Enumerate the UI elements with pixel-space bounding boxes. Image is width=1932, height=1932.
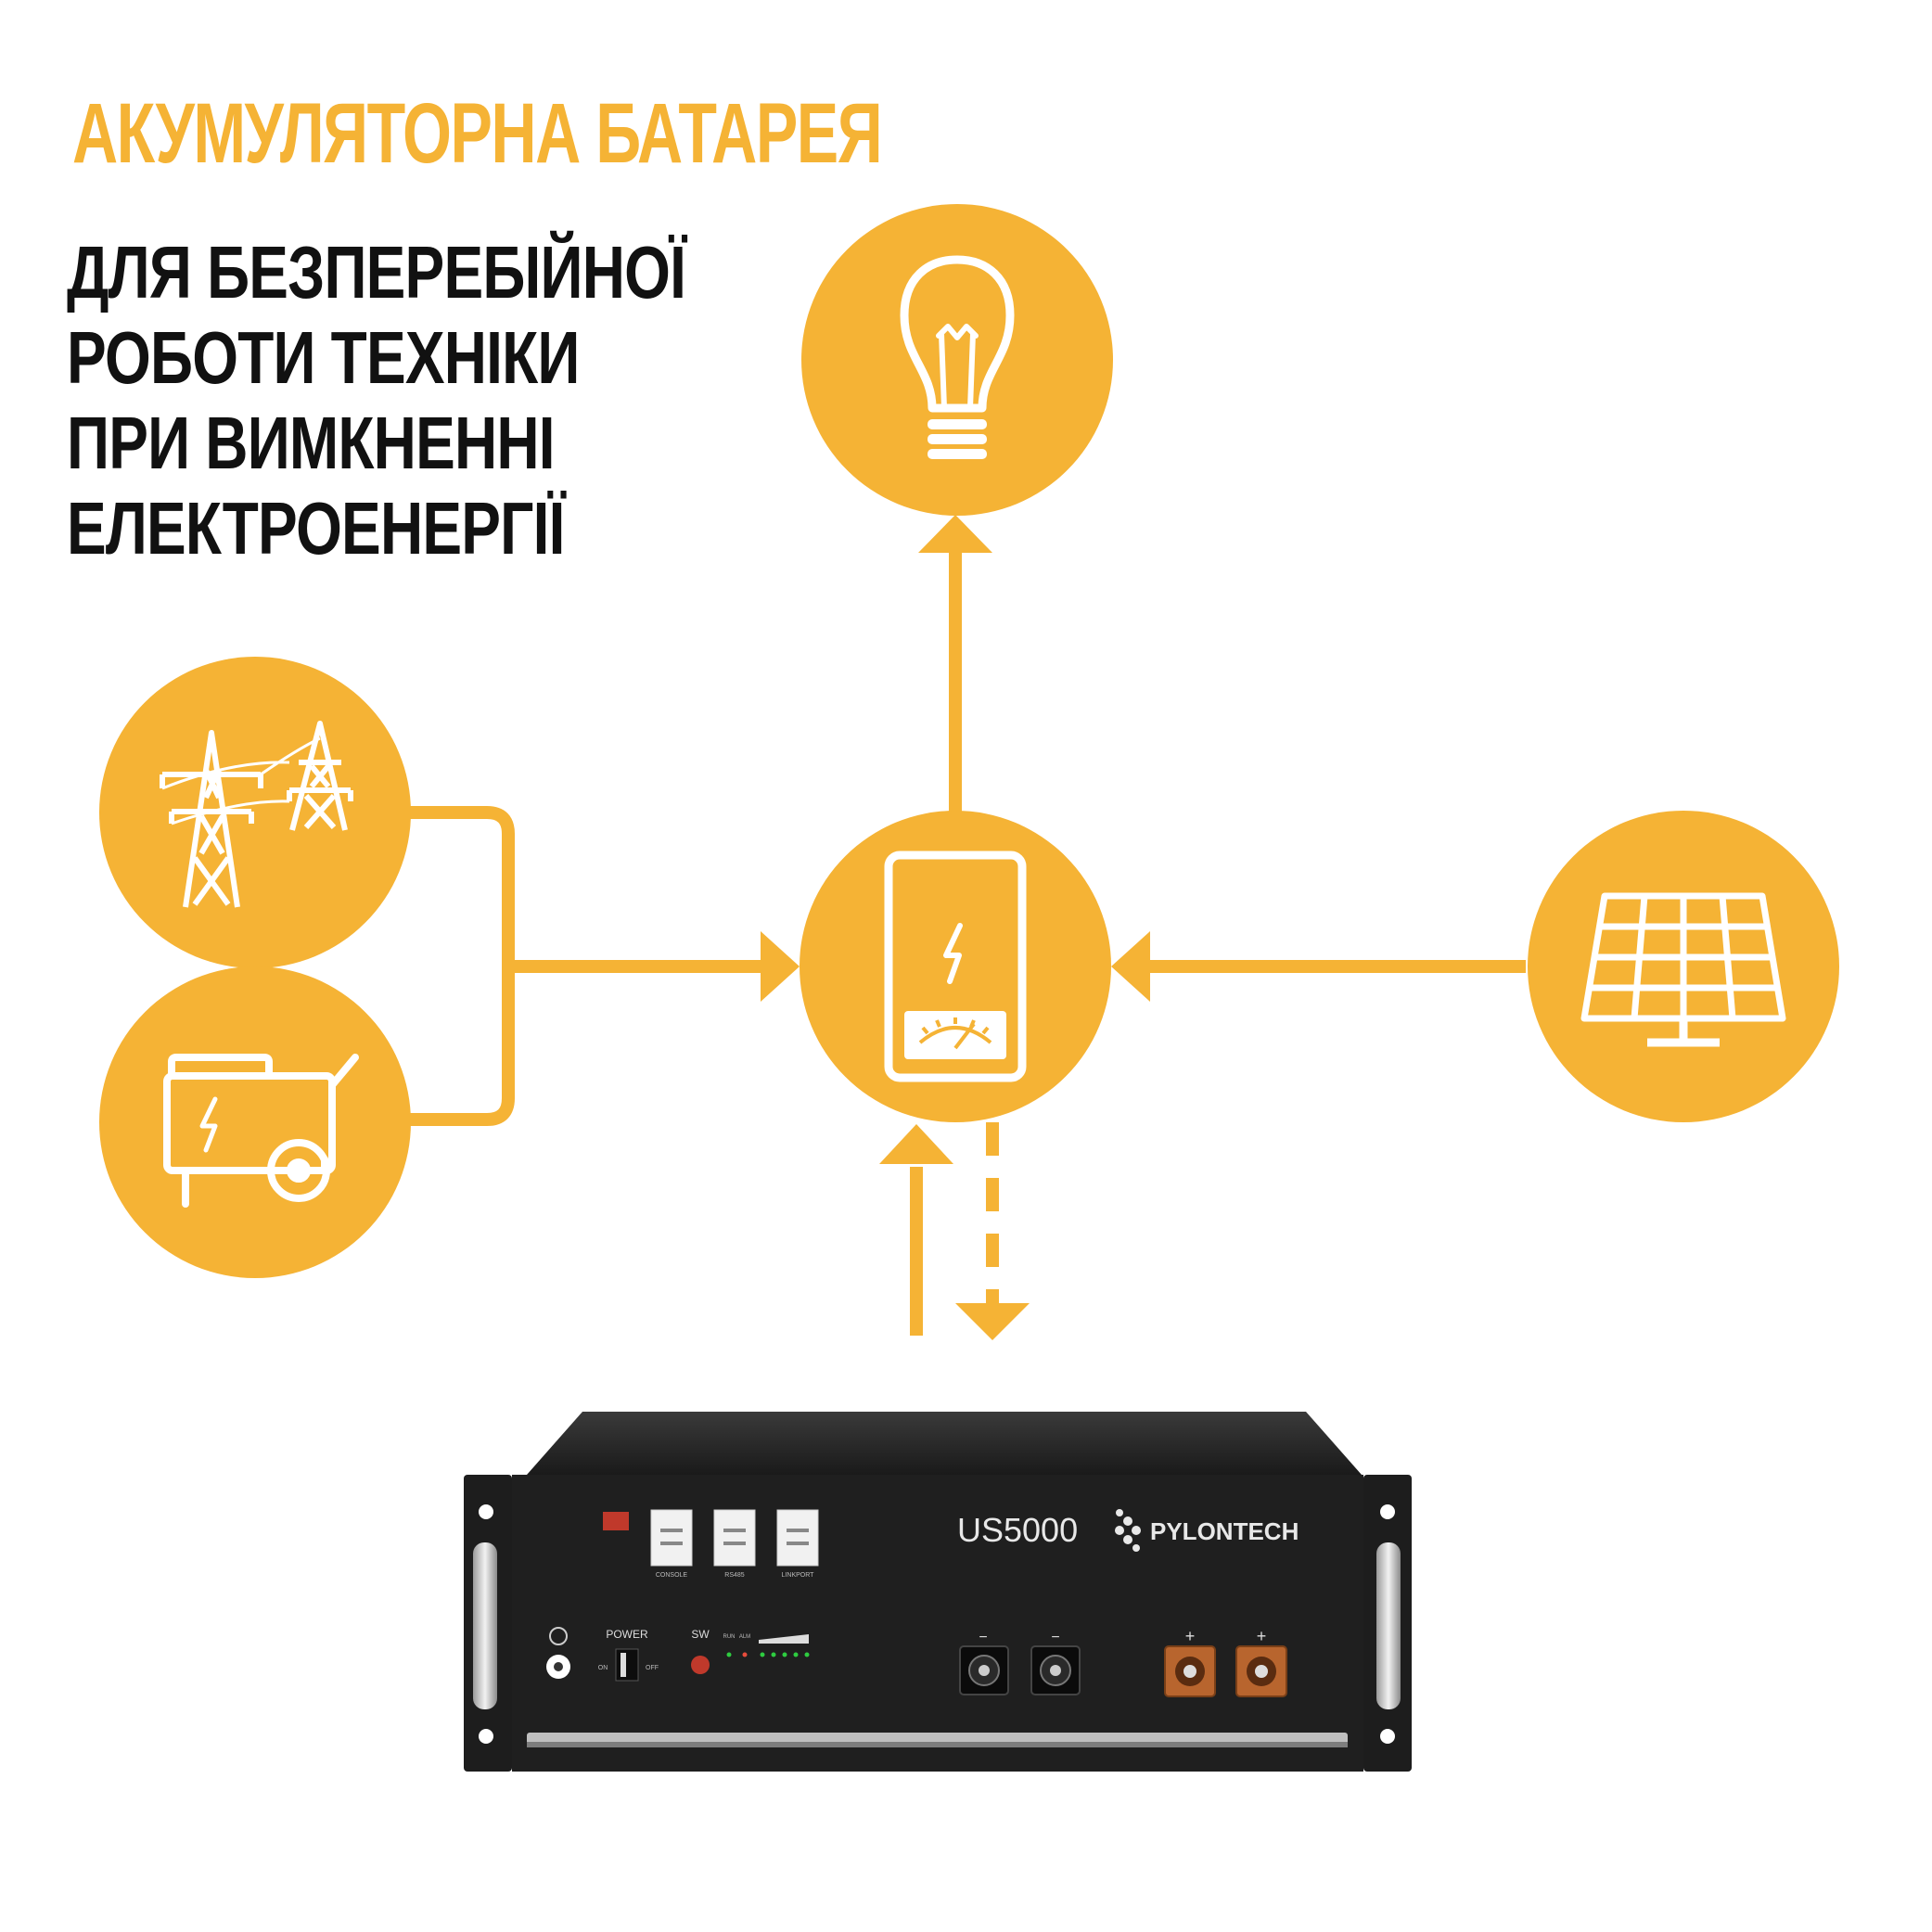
battery-top-face [527, 1412, 1362, 1475]
power-label: POWER [606, 1628, 648, 1641]
pylontech-logo-icon [1115, 1509, 1141, 1552]
arrow-to-battery [955, 1303, 1030, 1340]
arrow-to-inverter-left [761, 931, 800, 1002]
arrow-to-inverter-bottom [879, 1124, 953, 1164]
inverter-icon [884, 851, 1027, 1082]
generator-circle [99, 966, 411, 1278]
lamp-circle [801, 204, 1113, 516]
arrowheads [761, 515, 1150, 1340]
ground-icon [549, 1627, 568, 1645]
connectors [408, 552, 1526, 1336]
minus-label-2: − [1051, 1630, 1059, 1645]
dip-switch [603, 1512, 629, 1530]
plus-label-1: + [1185, 1627, 1196, 1645]
off-label: OFF [646, 1665, 659, 1671]
subtitle-line-2: РОБОТИ ТЕХНІКИ [67, 316, 580, 399]
handle-left [473, 1542, 497, 1709]
sw-label: SW [691, 1628, 710, 1641]
comm-ports: CONSOLE RS485 LINKPORT [650, 1509, 819, 1579]
alm-label: ALM [739, 1634, 750, 1640]
positive-terminal-2 [1235, 1645, 1287, 1697]
page-title: АКУМУЛЯТОРНА БАТАРЕЯ [72, 86, 883, 181]
run-label: RUN [723, 1634, 736, 1640]
power-tower-icon [160, 721, 353, 908]
battery-model: US5000 [957, 1511, 1078, 1549]
subtitle: ДЛЯ БЕЗПЕРЕБІЙНОЇ РОБОТИ ТЕХНІКИ ПРИ ВИМ… [67, 230, 686, 571]
power-switch [615, 1648, 639, 1682]
generator-icon [163, 1054, 359, 1208]
light-bulb-icon [900, 255, 1015, 459]
port-label-console: CONSOLE [656, 1572, 688, 1579]
handle-right [1376, 1542, 1401, 1709]
arrow-to-inverter-right [1111, 931, 1150, 1002]
arrow-to-lamp [918, 515, 992, 553]
grid-connector [408, 806, 515, 955]
soc-wedge [759, 1634, 809, 1644]
sw-button [691, 1656, 710, 1674]
status-leds [726, 1652, 810, 1657]
subtitle-line-1: ДЛЯ БЕЗПЕРЕБІЙНОЇ [67, 231, 686, 313]
subtitle-line-3: ПРИ ВИМКНЕННІ [67, 402, 556, 484]
port-label-linkport: LINKPORT [782, 1572, 815, 1579]
port-label-rs485: RS485 [724, 1572, 745, 1579]
grid-circle [99, 657, 411, 968]
battery-brand: PYLONTECH [1150, 1517, 1299, 1545]
plus-label-2: + [1257, 1627, 1267, 1645]
negative-terminal-2 [1030, 1645, 1081, 1695]
generator-connector [408, 955, 515, 1126]
minus-label-1: − [979, 1630, 987, 1645]
solar-panel-icon [1580, 892, 1786, 1047]
positive-terminal-1 [1164, 1645, 1216, 1697]
subtitle-line-4: ЕЛЕКТРОЕНЕРГІЇ [67, 487, 565, 569]
on-label: ON [598, 1665, 608, 1671]
battery-unit: CONSOLE RS485 LINKPORT US5000 PYLONTECH … [464, 1412, 1412, 1772]
negative-terminal-1 [959, 1645, 1009, 1695]
